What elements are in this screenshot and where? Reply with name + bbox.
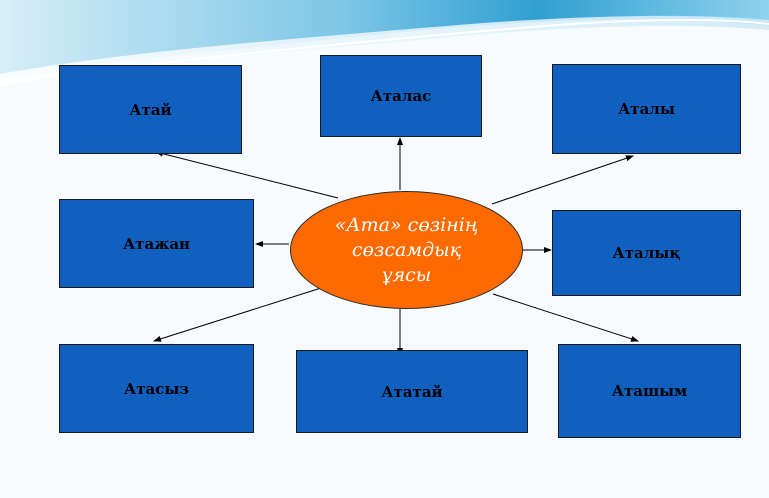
node-atalyk-label: Аталық [612, 244, 681, 262]
node-atasyz-label: Атасыз [124, 379, 189, 398]
node-atai-label: Атай [129, 100, 172, 119]
hub-title-line-3: ұясы [381, 263, 432, 286]
node-atazhan-label: Атажан [122, 234, 191, 253]
node-atalas: Аталас [320, 55, 482, 137]
hub-title-line-2: сөзсамдық [351, 238, 462, 261]
arrow-to-atai [155, 150, 339, 199]
node-atatai: Ататай [296, 350, 528, 433]
node-atasyz: Атасыз [59, 344, 254, 433]
arrow-to-atasyz [153, 287, 322, 342]
node-atalas-label: Аталас [370, 87, 432, 105]
hub-title-line-1: «Ата» сөзінің [334, 213, 479, 236]
node-atai: Атай [59, 65, 242, 154]
node-atalyk: Аталық [552, 210, 741, 296]
arrow-to-atashym [492, 293, 639, 342]
node-atatai-label: Ататай [381, 382, 443, 401]
node-atashym: Аташым [558, 344, 741, 438]
node-atashym-label: Аташым [611, 382, 688, 400]
node-ataly: Аталы [552, 64, 741, 154]
node-ataly-label: Аталы [618, 100, 675, 118]
node-atazhan: Атажан [59, 199, 254, 288]
central-hub-ellipse: «Ата» сөзінің сөзсамдық ұясы [290, 191, 523, 309]
arrow-to-ataly [491, 155, 634, 205]
